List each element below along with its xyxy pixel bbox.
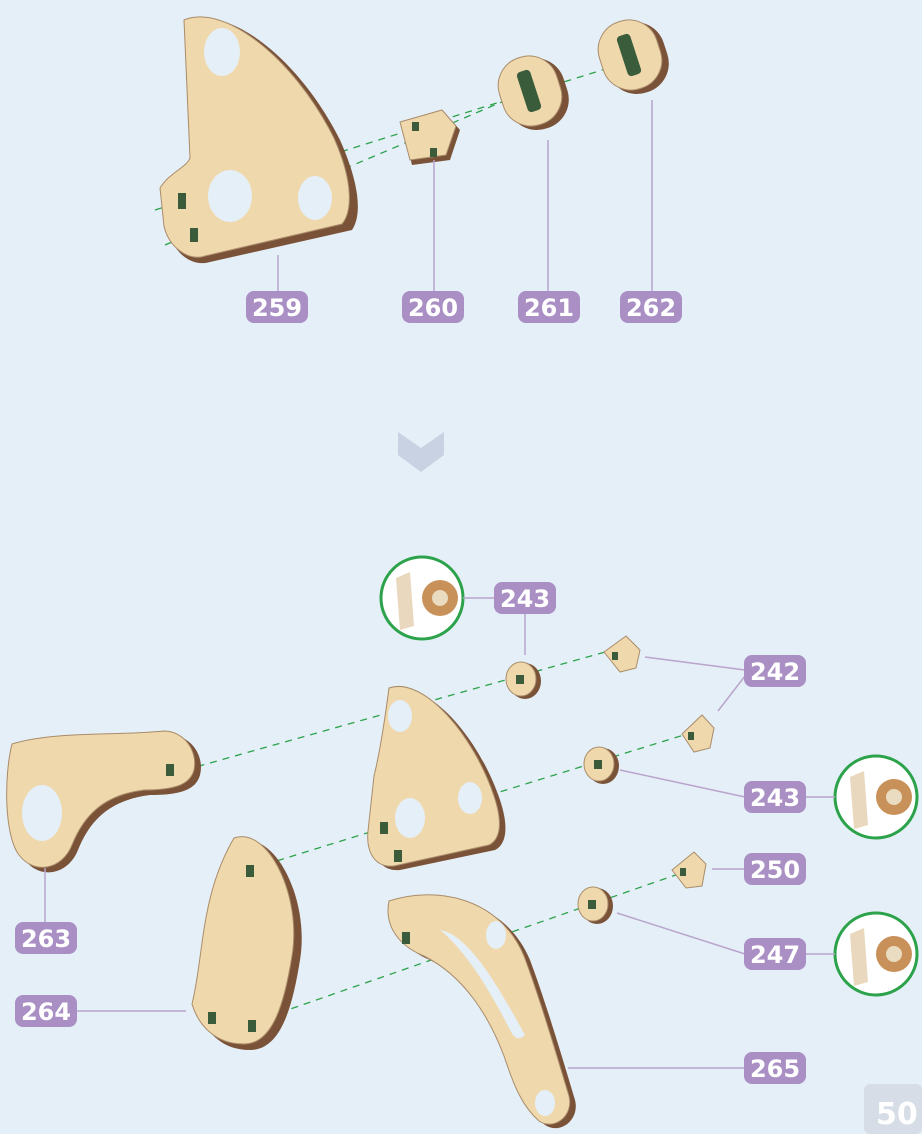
label-260: 260 (402, 291, 464, 323)
svg-text:263: 263 (21, 925, 71, 953)
part-264 (192, 837, 302, 1050)
label-250: 250 (744, 853, 806, 885)
part-261 (491, 48, 577, 137)
chevron-down-icon (398, 432, 444, 472)
label-242: 242 (744, 655, 806, 687)
svg-text:264: 264 (21, 998, 71, 1026)
svg-text:50: 50 (876, 1097, 918, 1132)
leader-line (617, 913, 745, 954)
part-260 (400, 110, 460, 165)
label-247: 247 (744, 938, 806, 970)
page-number: 50 (864, 1084, 922, 1134)
part-243-spacer (584, 747, 619, 784)
label-264: 264 (15, 995, 77, 1027)
svg-text:242: 242 (750, 658, 800, 686)
label-265: 265 (744, 1052, 806, 1084)
svg-text:262: 262 (626, 294, 676, 322)
detail-callout (381, 557, 463, 639)
label-263: 263 (15, 922, 77, 954)
part-center-plate (368, 686, 506, 870)
part-243-spacer (506, 662, 541, 699)
step-2-group: 243 242 243 250 247 265 263 264 (7, 557, 917, 1128)
leader-line (645, 657, 745, 670)
svg-text:243: 243 (500, 585, 550, 613)
part-265 (388, 895, 576, 1128)
part-263 (7, 731, 201, 872)
label-259: 259 (246, 291, 308, 323)
label-243: 243 (744, 781, 806, 813)
step-1-group: 259 260 261 262 (155, 12, 682, 323)
part-242-bracket (604, 636, 640, 672)
part-247-spacer (578, 887, 613, 924)
svg-text:265: 265 (750, 1055, 800, 1083)
label-243: 243 (494, 582, 556, 614)
leader-line (718, 676, 745, 711)
svg-text:243: 243 (750, 784, 800, 812)
label-261: 261 (518, 291, 580, 323)
label-262: 262 (620, 291, 682, 323)
leader-line (620, 770, 745, 797)
part-242-bracket (682, 715, 714, 752)
svg-text:261: 261 (524, 294, 574, 322)
part-250-bracket (672, 852, 706, 888)
svg-text:247: 247 (750, 941, 800, 969)
detail-callout (835, 913, 917, 995)
part-259 (160, 17, 358, 263)
svg-text:259: 259 (252, 294, 302, 322)
detail-callout (835, 756, 917, 838)
part-262 (591, 12, 677, 101)
svg-text:250: 250 (750, 856, 800, 884)
svg-text:260: 260 (408, 294, 458, 322)
